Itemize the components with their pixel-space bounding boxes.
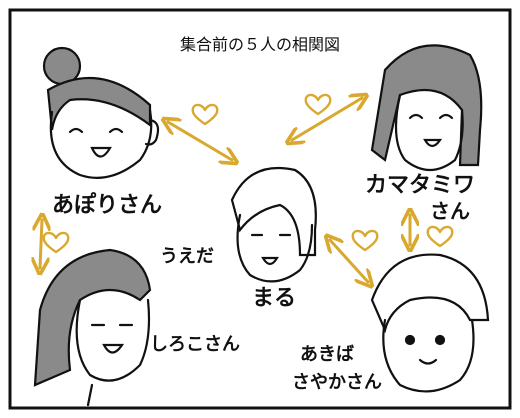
eye-left — [408, 113, 424, 120]
face-outline — [236, 213, 314, 283]
mouth — [418, 358, 438, 365]
double-arrow-icon — [168, 122, 232, 160]
face-outline — [382, 318, 475, 393]
heart-icon — [351, 229, 379, 252]
name-kamata-line2: さん — [430, 199, 470, 223]
name-shirokoi-text1: うえだ — [160, 246, 214, 267]
name-apori: あぽりさん — [52, 192, 162, 218]
eye-right — [438, 113, 454, 120]
eye-left — [68, 127, 84, 134]
hair — [370, 44, 483, 167]
neck — [86, 383, 94, 407]
double-arrow-icon — [292, 98, 362, 140]
face-outline — [75, 298, 151, 382]
name-kamata-line1: カマタミワ — [365, 173, 475, 198]
name-shirokoi-line1: うえだ — [160, 246, 214, 267]
hair — [46, 76, 152, 131]
portrait-apori — [42, 46, 160, 179]
double-arrow-icon — [40, 220, 42, 268]
portrait-shirokoi — [33, 248, 152, 407]
name-shirokoi-line2: しろこさん — [150, 334, 240, 355]
heart-icon — [304, 93, 332, 116]
hair — [230, 166, 317, 257]
face-outline — [49, 108, 153, 179]
eye-right — [434, 334, 446, 346]
double-arrow-icon — [330, 240, 368, 282]
name-akiba-line2: さやかさん — [292, 372, 382, 393]
name-maru: まる — [252, 286, 296, 311]
mouth — [90, 146, 112, 158]
mouth — [261, 256, 279, 266]
mouth — [102, 343, 125, 354]
eye-right — [108, 127, 124, 134]
portrait-maru — [230, 166, 317, 283]
hair — [33, 248, 152, 387]
hair — [370, 253, 490, 334]
heart-icon — [42, 231, 70, 254]
heart-icon — [426, 225, 454, 248]
diagram-title: 集合前の５人の相関図 — [180, 35, 340, 54]
portrait-akiba — [370, 253, 490, 393]
eye-left — [404, 334, 416, 346]
name-shirokoi-text2: しろこさん — [150, 334, 240, 355]
face-outline — [394, 93, 464, 172]
portrait-kamata — [370, 44, 483, 172]
name-akiba-line1: あきば — [300, 344, 354, 365]
ear — [144, 118, 160, 146]
mouth — [423, 138, 443, 148]
heart-icon — [191, 103, 219, 126]
